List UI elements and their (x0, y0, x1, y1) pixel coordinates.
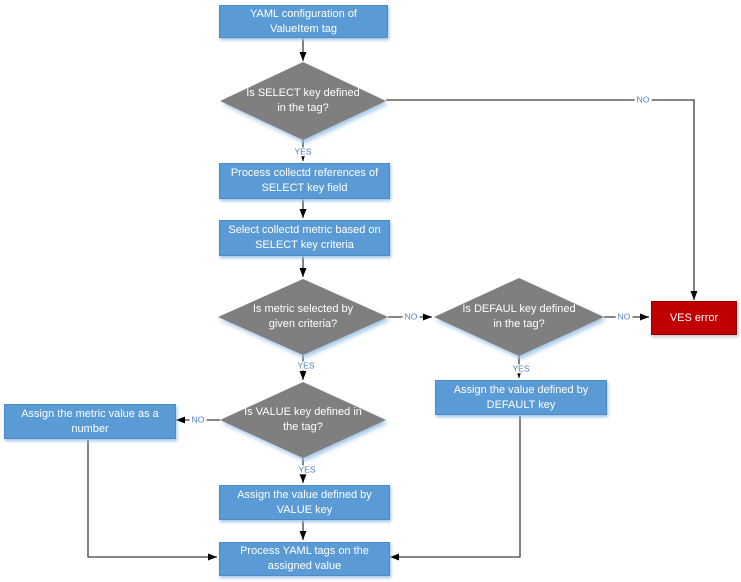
edge-label-metric-yes: YES (295, 360, 317, 371)
node-ves-error: VES error (651, 301, 737, 335)
edge-label-metric-no: NO (402, 311, 420, 322)
node-yaml-config-label: YAML configuration of ValueItem tag (249, 7, 357, 35)
node-assign-value-label: Assign the value defined by VALUE key (237, 488, 372, 516)
node-default-key-decision: Is DEFAUL key defined in the tag? (434, 278, 604, 356)
edge-label-select-no: NO (634, 94, 652, 105)
node-default-key-decision-label: Is DEFAUL key defined in the tag? (462, 303, 576, 330)
node-select-metric-label: Select collectd metric based on SELECT k… (228, 224, 381, 251)
node-select-metric: Select collectd metric based on SELECT k… (219, 220, 390, 256)
diamond-shape: Is metric selected by given criteria? (218, 279, 388, 355)
edge-assign-number-to-process-tags (87, 437, 217, 561)
node-yaml-config: YAML configuration of ValueItem tag (219, 5, 388, 38)
edge-select-no-to-ves-error (386, 99, 698, 300)
diamond-shape: Is SELECT key defined in the tag? (220, 62, 386, 140)
node-metric-selected-decision: Is metric selected by given criteria? (218, 279, 388, 355)
node-value-key-decision-label: Is VALUE key defined in the tag? (244, 406, 362, 433)
edge-label-default-no: NO (615, 311, 633, 322)
edge-label-default-yes: YES (510, 363, 532, 374)
diamond-shape: Is DEFAUL key defined in the tag? (434, 278, 604, 356)
edge-label-select-yes: YES (292, 146, 314, 157)
node-ves-error-label: VES error (669, 311, 719, 324)
node-process-references: Process collectd references of SELECT ke… (219, 163, 390, 199)
node-assign-default: Assign the value defined by DEFAULT key (435, 380, 607, 415)
edge-label-value-yes: YES (296, 464, 318, 475)
diamond-shape: Is VALUE key defined in the tag? (220, 382, 386, 458)
node-assign-metric-number-label: Assign the metric value as a number (21, 407, 159, 435)
node-assign-metric-number: Assign the metric value as a number (4, 404, 176, 439)
node-assign-value: Assign the value defined by VALUE key (219, 485, 390, 520)
edge-label-value-no: NO (189, 414, 207, 425)
node-process-yaml-tags-label: Process YAML tags on the assigned value (240, 545, 369, 572)
node-metric-selected-decision-label: Is metric selected by given criteria? (252, 303, 354, 330)
node-select-key-decision: Is SELECT key defined in the tag? (220, 62, 386, 140)
node-process-yaml-tags: Process YAML tags on the assigned value (219, 542, 390, 576)
node-select-key-decision-label: Is SELECT key defined in the tag? (246, 87, 360, 114)
edge-assign-default-to-process-tags (390, 413, 521, 561)
node-value-key-decision: Is VALUE key defined in the tag? (220, 382, 386, 458)
node-assign-default-label: Assign the value defined by DEFAULT key (453, 383, 589, 411)
node-process-references-label: Process collectd references of SELECT ke… (230, 167, 379, 194)
